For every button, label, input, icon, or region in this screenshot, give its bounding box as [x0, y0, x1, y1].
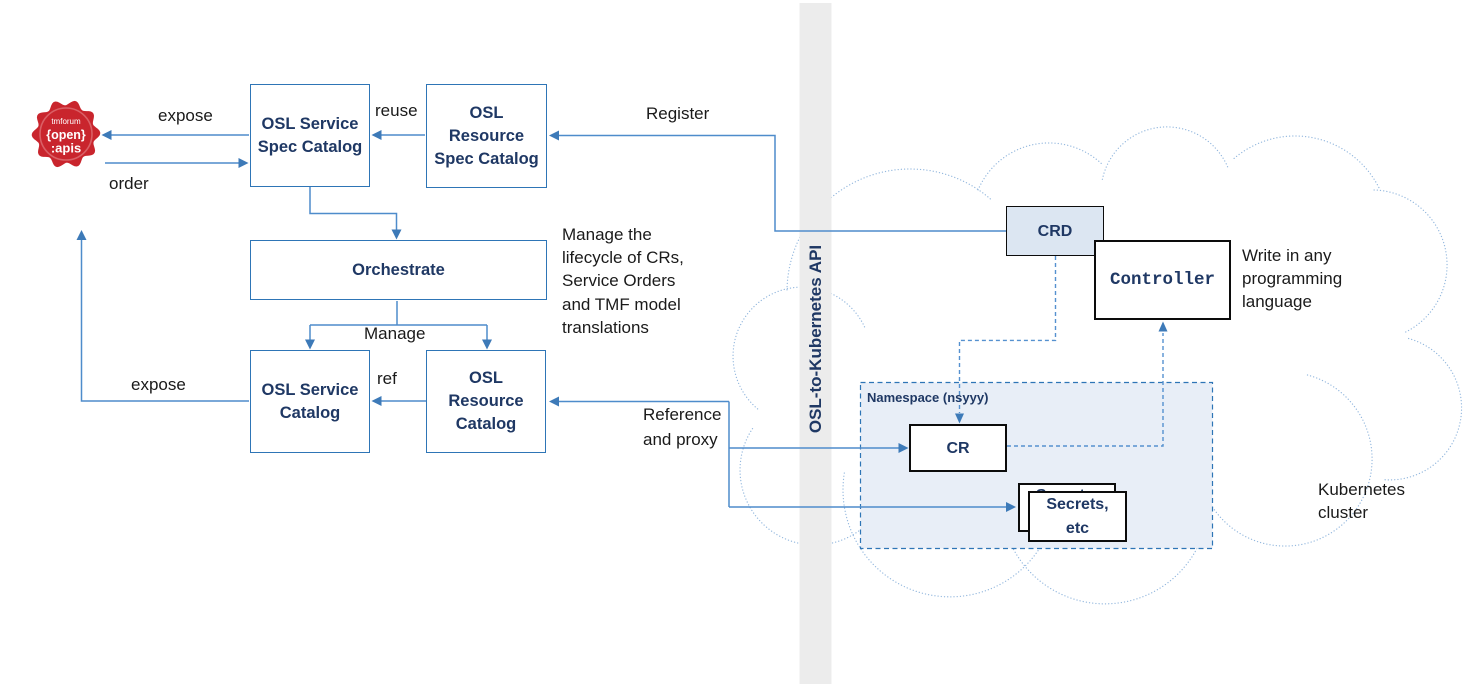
- svg-text::apis: :apis: [51, 141, 81, 156]
- svg-text:{open}: {open}: [46, 128, 86, 142]
- svg-text:tmforum: tmforum: [51, 117, 81, 126]
